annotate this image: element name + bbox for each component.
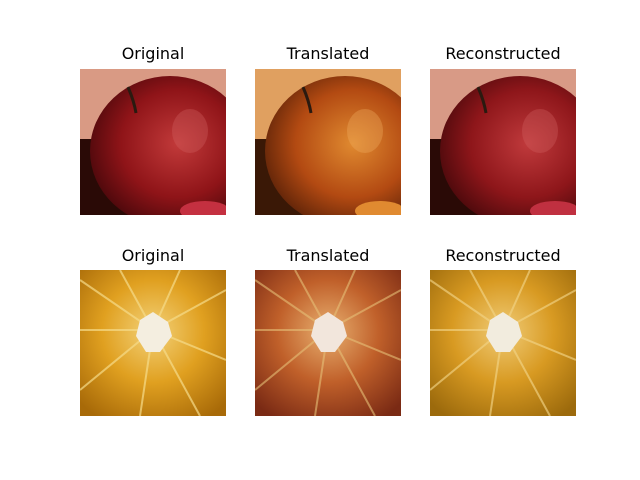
apple-original-image xyxy=(80,69,226,215)
orange-translated-image xyxy=(255,270,401,416)
apple-translated-image xyxy=(255,69,401,215)
orange-original-image xyxy=(80,270,226,416)
panel-title: Original xyxy=(121,44,185,63)
panel-title: Reconstructed xyxy=(445,246,561,265)
apple-reconstructed-image xyxy=(430,69,576,215)
panel-title: Reconstructed xyxy=(445,44,561,63)
orange-reconstructed-image xyxy=(430,270,576,416)
panel-title: Original xyxy=(121,246,185,265)
panel-title: Translated xyxy=(286,246,370,265)
panel-title: Translated xyxy=(286,44,370,63)
